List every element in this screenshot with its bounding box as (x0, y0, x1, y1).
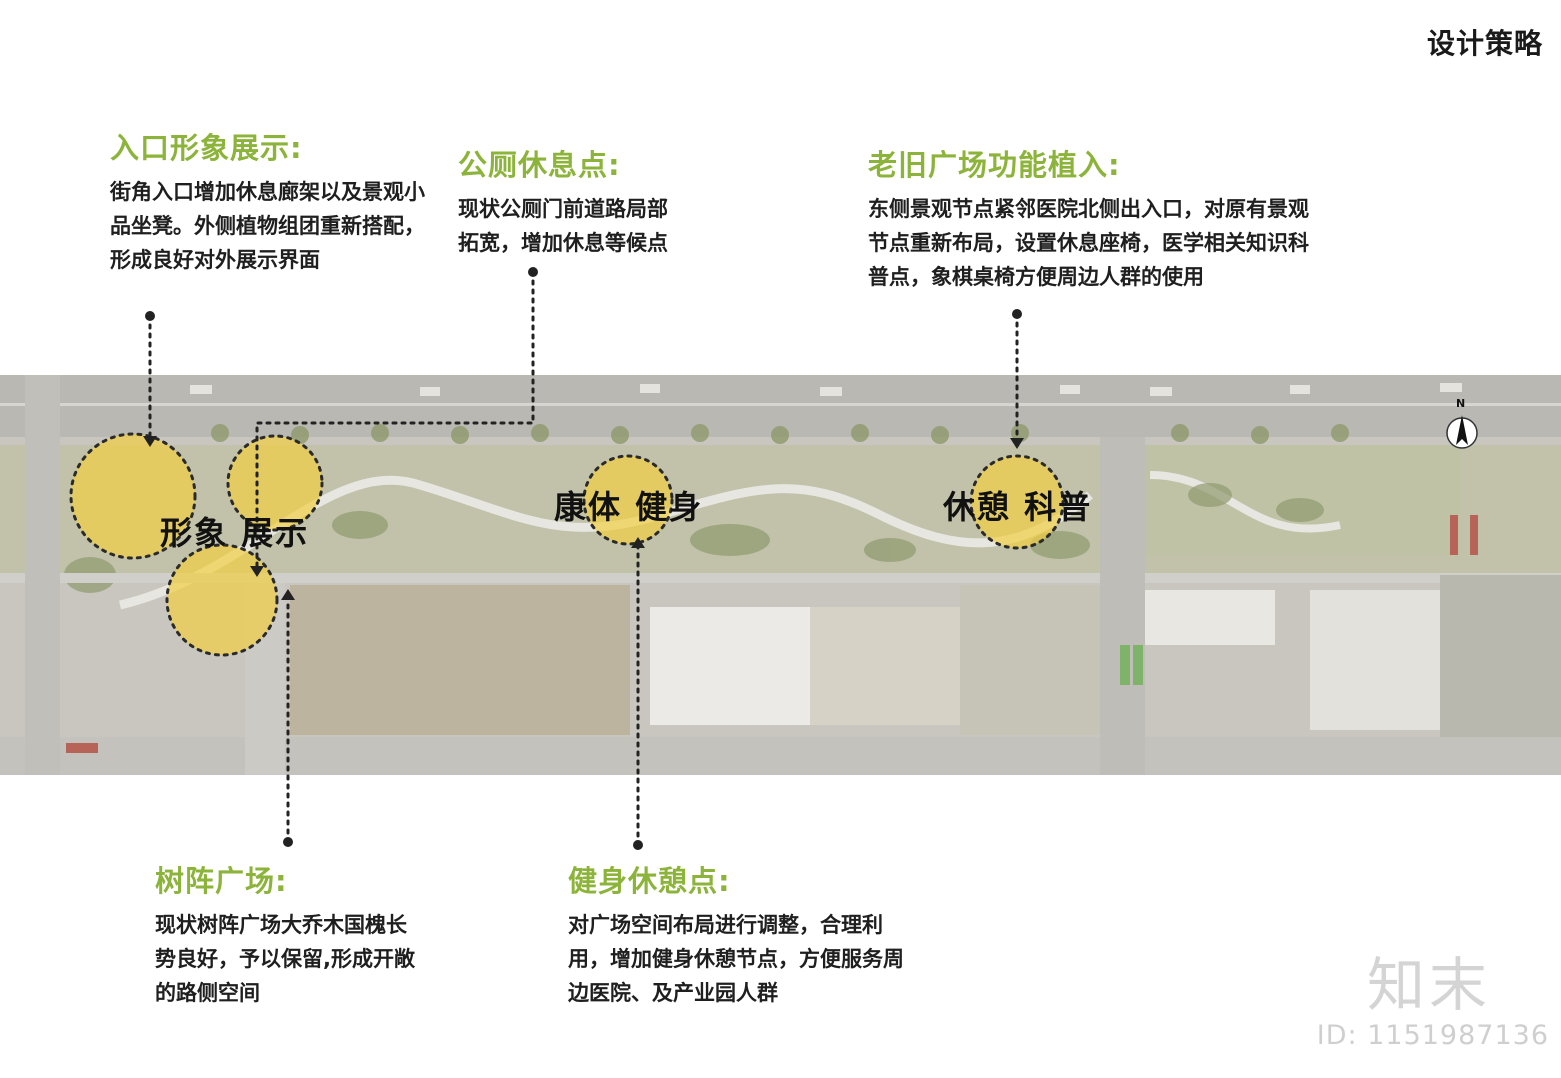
leader-dot-tree-plaza (283, 837, 293, 847)
annotation-old-plaza-title: 老旧广场功能植入: (868, 148, 1121, 182)
watermark-brand: 知末 (1366, 951, 1491, 1019)
annotation-fitness-body: 对广场空间布局进行调整，合理利用，增加健身休憩节点，方便服务周边医院、及产业园人… (568, 913, 904, 1005)
leader-dot-old-plaza (1012, 309, 1022, 319)
annotation-tree-plaza-body: 现状树阵广场大乔木国槐长势良好，予以保留,形成开敞的路侧空间 (155, 913, 415, 1005)
annotation-tree-plaza: 树阵广场: 现状树阵广场大乔木国槐长势良好，予以保留,形成开敞的路侧空间 (155, 858, 425, 1010)
annotation-toilet-body: 现状公厕门前道路局部拓宽，增加休息等候点 (458, 197, 668, 255)
watermark-id: ID: 1151987136 (1316, 1020, 1549, 1051)
zone-label-health-fitness: 康体 健身 (554, 488, 704, 526)
leader-dot-fitness (633, 840, 643, 850)
annotation-entrance-title: 入口形象展示: (110, 131, 303, 165)
leader-dot-entrance (145, 311, 155, 321)
annotation-toilet: 公厕休息点: 现状公厕门前道路局部拓宽，增加休息等候点 (458, 142, 680, 260)
annotation-entrance: 入口形象展示: 街角入口增加休息廊架以及景观小品坐凳。外侧植物组团重新搭配，形成… (110, 125, 428, 277)
annotation-fitness: 健身休憩点: 对广场空间布局进行调整，合理利用，增加健身休憩节点，方便服务周边医… (568, 858, 908, 1010)
page-title: 设计策略 (1426, 27, 1543, 60)
aerial-map: N (0, 375, 1561, 775)
aerial-map-drawing (0, 375, 1561, 775)
leader-dot-toilet (528, 267, 538, 277)
annotation-tree-plaza-title: 树阵广场: (155, 864, 288, 898)
north-arrow-icon (1446, 415, 1478, 449)
annotation-toilet-title: 公厕休息点: (458, 148, 621, 182)
zone-label-rest-science: 休憩 科普 (943, 488, 1093, 526)
zone-label-image-display: 形象 展示 (160, 514, 310, 552)
annotation-old-plaza-body: 东侧景观节点紧邻医院北侧出入口，对原有景观节点重新布局，设置休息座椅，医学相关知… (868, 197, 1309, 289)
north-label: N (1456, 397, 1466, 410)
annotation-old-plaza: 老旧广场功能植入: 东侧景观节点紧邻医院北侧出入口，对原有景观节点重新布局，设置… (868, 142, 1323, 294)
annotation-entrance-body: 街角入口增加休息廊架以及景观小品坐凳。外侧植物组团重新搭配，形成良好对外展示界面 (110, 180, 425, 272)
annotation-fitness-title: 健身休憩点: (568, 864, 731, 898)
